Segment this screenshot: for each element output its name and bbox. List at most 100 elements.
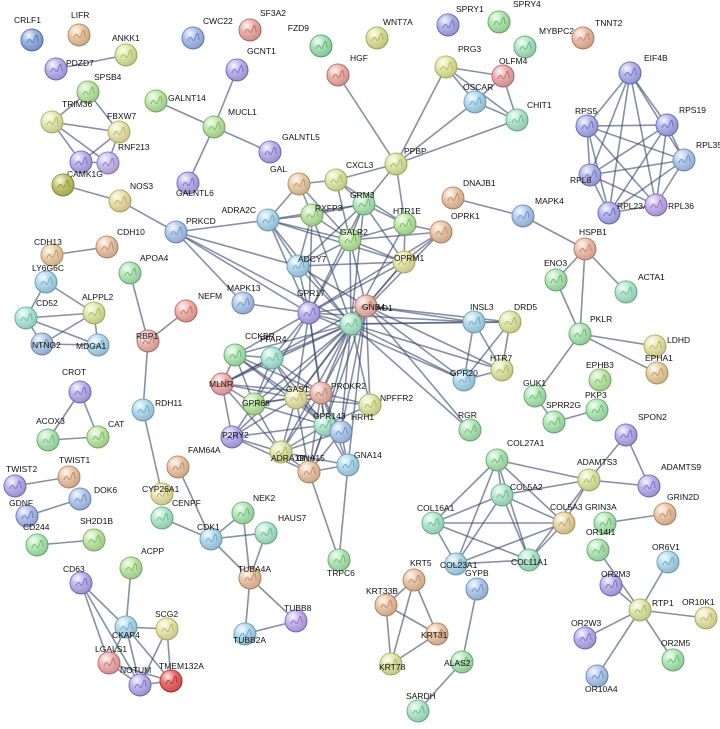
node-gnb4[interactable]: GNB4 <box>354 294 385 318</box>
node-galntl5[interactable]: GALNTL5 <box>258 132 320 164</box>
node-ldhd[interactable]: LDHD <box>643 334 690 358</box>
node-crot[interactable]: CROT <box>62 367 92 404</box>
node-tubb2a[interactable]: TUBB2A <box>233 622 266 646</box>
node-pklr[interactable]: PKLR <box>568 314 612 346</box>
node-galr2[interactable]: GALR2 <box>338 227 368 252</box>
node-cdh13[interactable]: CDH13 <box>34 237 64 267</box>
node-col5a3[interactable]: COL5A3 <box>550 502 583 535</box>
node-fam64a[interactable]: FAM64A <box>166 445 221 479</box>
node-chit1[interactable]: CHIT1 <box>505 100 552 132</box>
node-krt33b[interactable]: KRT33B <box>366 586 398 617</box>
node-cd63[interactable]: CD63 <box>63 564 93 595</box>
node-gna14[interactable]: GNA14 <box>336 450 382 477</box>
node-rps19[interactable]: RPS19 <box>655 105 706 137</box>
node-gpr17[interactable]: GPR17 <box>297 288 325 325</box>
node-krt78[interactable]: KRT78 <box>379 652 406 676</box>
node-hrh1[interactable]: HRH1 <box>329 412 374 444</box>
node-cckbr[interactable]: CCKBR <box>223 331 275 367</box>
node-trim36[interactable]: TRIM36 <box>40 99 93 134</box>
node-mybpc2[interactable]: MYBPC2 <box>513 26 574 59</box>
node-lifr[interactable]: LIFR <box>67 10 91 47</box>
node-twist2[interactable]: TWIST2 <box>3 464 37 498</box>
node-prkcd[interactable]: PRKCD <box>164 216 216 244</box>
node-alas2[interactable]: ALAS2 <box>444 650 474 674</box>
node-cd52[interactable]: CD52 <box>14 298 58 330</box>
node-krt5[interactable]: KRT5 <box>402 558 432 592</box>
node-npffr2[interactable]: NPFFR2 <box>358 393 413 417</box>
node-rnf213[interactable]: RNF213 <box>96 142 150 175</box>
node-adamts3[interactable]: ADAMTS3 <box>577 457 617 492</box>
node-eif4b[interactable]: EIF4B <box>618 53 668 85</box>
node-prokr2[interactable]: PROKR2 <box>309 381 366 405</box>
node-oscar[interactable]: OSCAR <box>463 82 493 114</box>
node-rpl23a[interactable]: RPL23A <box>597 201 649 225</box>
node-or14i1[interactable]: OR14I1 <box>586 527 616 562</box>
node-cwc22[interactable]: CWC22 <box>181 16 233 50</box>
node-acox3[interactable]: ACOX3 <box>36 416 65 452</box>
node-grin2d[interactable]: GRIN2D <box>653 492 699 526</box>
node-mlnr[interactable]: MLNR <box>209 372 234 396</box>
node-krt31[interactable]: KRT31 <box>421 622 449 646</box>
node-guk1[interactable]: GUK1 <box>523 378 547 408</box>
node-spry1[interactable]: SPRY1 <box>436 4 484 37</box>
node-spon2[interactable]: SPON2 <box>614 412 667 447</box>
node-pdzd7[interactable]: PDZD7 <box>44 57 94 81</box>
node-mapk13[interactable]: MAPK13 <box>227 283 261 315</box>
node-gast[interactable]: GAST <box>284 384 309 410</box>
node-insl3[interactable]: INSL3 <box>462 302 494 334</box>
node-ly6g6c[interactable]: LY6G6C <box>32 263 64 294</box>
node-tubb8[interactable]: TUBB8 <box>284 603 312 633</box>
node-cdh10[interactable]: CDH10 <box>95 227 145 259</box>
node-htr7[interactable]: HTR7 <box>490 353 514 382</box>
node-oprk1[interactable]: OPRK1 <box>429 211 480 244</box>
node-ffar4[interactable]: FFAR4 <box>260 334 287 370</box>
node-epha1[interactable]: EPHA1 <box>645 353 673 385</box>
node-grm3[interactable]: GRM3 <box>350 190 376 216</box>
node-sprr2g[interactable]: SPRR2G <box>542 400 581 434</box>
node-col5a2[interactable]: COL5A2 <box>490 482 543 507</box>
node-haus7[interactable]: HAUS7 <box>254 513 307 545</box>
node-gal[interactable]: GAL <box>270 164 311 196</box>
node-adcy7[interactable]: ADCY7 <box>286 254 327 278</box>
node-ntng2[interactable]: NTNG2 <box>30 332 61 356</box>
node-col23a1[interactable]: COL23A1 <box>440 552 478 576</box>
node-or10a4[interactable]: OR10A4 <box>585 664 618 694</box>
node-alppl2[interactable]: ALPPL2 <box>82 292 113 325</box>
node-grin3a[interactable]: GRIN3A <box>585 502 617 535</box>
node-cat[interactable]: CAT <box>86 419 124 449</box>
node-eno3[interactable]: ENO3 <box>544 258 568 292</box>
node-tuba4a[interactable]: TUBA4A <box>238 564 271 590</box>
node-rpl36[interactable]: RPL36 <box>644 193 694 217</box>
node-hgf[interactable]: HGF <box>326 53 368 87</box>
node-gna15[interactable]: GNA15 <box>297 453 325 484</box>
node-prg3[interactable]: PRG3 <box>434 44 481 79</box>
node-or2w3[interactable]: OR2W3 <box>571 618 602 650</box>
node-nek2[interactable]: NEK2 <box>231 493 275 525</box>
node-dok6[interactable]: DOK6 <box>68 485 117 511</box>
node-galnt14[interactable]: GALNT14 <box>144 89 206 113</box>
node-ephb3[interactable]: EPHB3 <box>586 360 614 392</box>
node-rxfp3[interactable]: RXFP3 <box>300 203 343 227</box>
node-nefm[interactable]: NEFM <box>174 291 222 323</box>
node-gpr20[interactable]: GPR20 <box>450 368 478 392</box>
node-tnnt2[interactable]: TNNT2 <box>571 18 623 50</box>
node-mdga1[interactable]: MDGA1 <box>76 333 110 357</box>
node-tmem132a[interactable]: TMEM132A <box>159 661 204 693</box>
node-camk1g-dot[interactable] <box>51 173 75 197</box>
node-htr1e[interactable]: HTR1E <box>393 206 421 236</box>
node-lgals1[interactable]: LGALS1 <box>95 644 127 675</box>
node-cd244[interactable]: CD244 <box>23 522 50 557</box>
node-apoa4[interactable]: APOA4 <box>118 253 169 285</box>
node-scg2[interactable]: SCG2 <box>155 609 179 641</box>
node-ckap4[interactable]: CKAP4 <box>112 615 140 640</box>
node-cenpf[interactable]: CENPF <box>150 498 201 530</box>
node-fbxw7[interactable]: FBXW7 <box>107 111 137 144</box>
node-gcnt1[interactable]: GCNT1 <box>225 46 276 82</box>
node-adra2c[interactable]: ADRA2C <box>222 205 280 232</box>
node-rdh11[interactable]: RDH11 <box>131 398 183 422</box>
node-nos3[interactable]: NOS3 <box>108 181 153 213</box>
node-notum[interactable]: NOTUM <box>120 665 152 697</box>
node-gypb[interactable]: GYPB <box>465 568 489 601</box>
node-pkp3[interactable]: PKP3 <box>585 390 609 422</box>
node-dnajb1[interactable]: DNAJB1 <box>441 178 496 210</box>
